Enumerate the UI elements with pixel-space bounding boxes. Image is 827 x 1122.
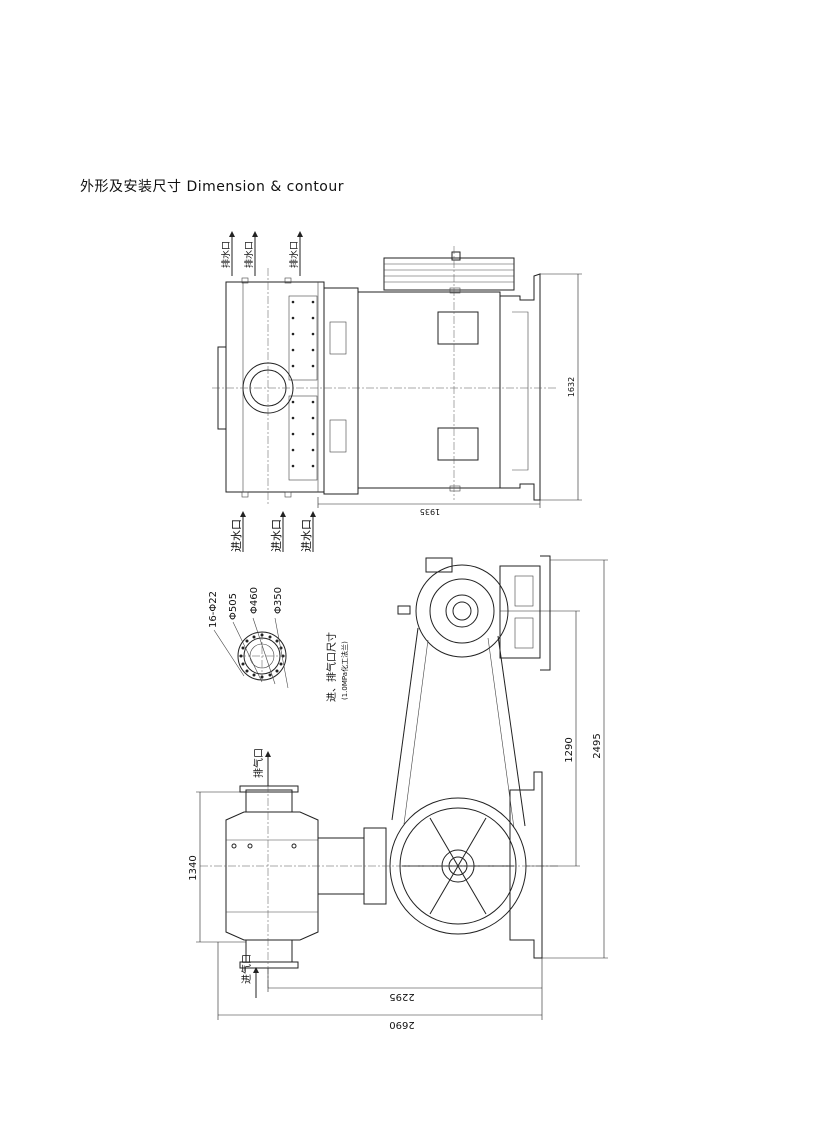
side-view <box>196 555 608 1020</box>
dim-2690: 2690 <box>389 1019 414 1030</box>
dim-top-width: 1935 <box>420 507 440 516</box>
flange-size-note: (1.0MPa化工法兰) <box>340 641 349 700</box>
outlet-label-1: 排水口 <box>220 241 232 268</box>
dim-2295: 2295 <box>389 991 414 1002</box>
outlet-label-3: 排水口 <box>288 241 300 268</box>
top-view <box>212 231 582 552</box>
page-title: 外形及安装尺寸 Dimension & contour <box>80 179 345 195</box>
inlet-label-1: 进水口 <box>230 519 243 552</box>
flange-holes-label: 16-Φ22 <box>208 591 219 628</box>
dim-2495: 2495 <box>592 733 603 758</box>
dim-1340: 1340 <box>188 855 199 880</box>
gas-outlet-label: 排气口 <box>252 748 265 778</box>
dim-top-height: 1632 <box>567 377 576 397</box>
flange-d2-label: Φ460 <box>249 587 260 614</box>
inlet-label-3: 进水口 <box>300 519 313 552</box>
dim-1290: 1290 <box>564 737 575 762</box>
flange-d3-label: Φ350 <box>273 587 284 614</box>
gas-inlet-label: 进气口 <box>240 954 253 984</box>
flange-detail <box>213 617 289 689</box>
flange-d1-label: Φ505 <box>228 593 239 620</box>
flange-size-title: 进、排气口尺寸 <box>325 632 338 702</box>
inlet-label-2: 进水口 <box>270 519 283 552</box>
outlet-label-2: 排水口 <box>243 241 255 268</box>
